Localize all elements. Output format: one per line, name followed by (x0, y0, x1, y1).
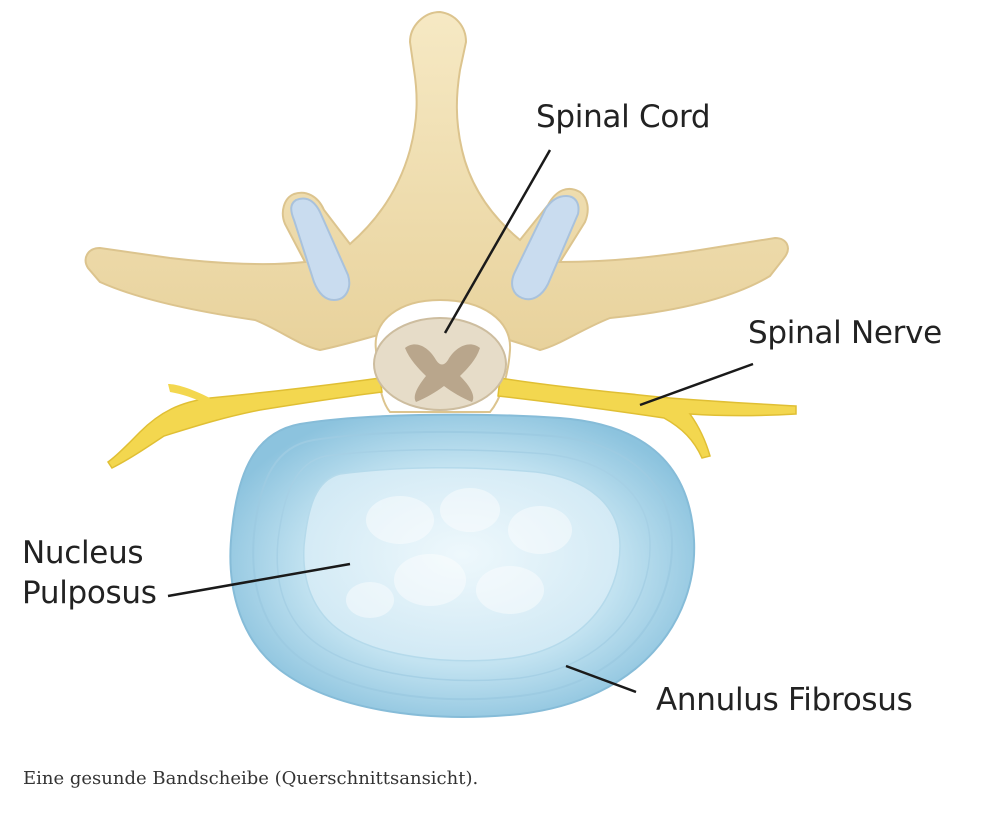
leader-spinal-nerve (639, 362, 754, 407)
spinal-cord-shape (373, 317, 507, 411)
label-nucleus-line1: Nucleus (22, 535, 144, 571)
right-facet-cartilage (511, 194, 580, 301)
label-nucleus-pulposus: Nucleus Pulposus (22, 533, 157, 613)
nucleus-pulposus (303, 466, 621, 662)
label-spinal-cord-text: Spinal Cord (536, 99, 711, 135)
label-nucleus-line2: Pulposus (22, 575, 157, 611)
label-spinal-nerve-text: Spinal Nerve (748, 315, 942, 351)
intervertebral-disc (229, 413, 696, 718)
label-spinal-cord: Spinal Cord (536, 97, 711, 137)
label-annulus-text: Annulus Fibrosus (656, 682, 913, 718)
leader-lines (167, 149, 754, 694)
spinal-nerves (106, 377, 797, 469)
figure-caption: Eine gesunde Bandscheibe (Querschnittsan… (23, 768, 479, 789)
label-annulus-fibrosus: Annulus Fibrosus (656, 680, 913, 720)
left-facet-cartilage (290, 197, 351, 302)
anatomy-svg (84, 10, 797, 718)
leader-annulus (565, 664, 637, 694)
disc-cross-section-illustration: Spinal Cord Spinal Nerve Nucleus Pulposu… (22, 10, 942, 720)
label-spinal-nerve: Spinal Nerve (748, 313, 942, 353)
leader-nucleus (167, 562, 351, 598)
leader-spinal-cord (443, 149, 552, 334)
